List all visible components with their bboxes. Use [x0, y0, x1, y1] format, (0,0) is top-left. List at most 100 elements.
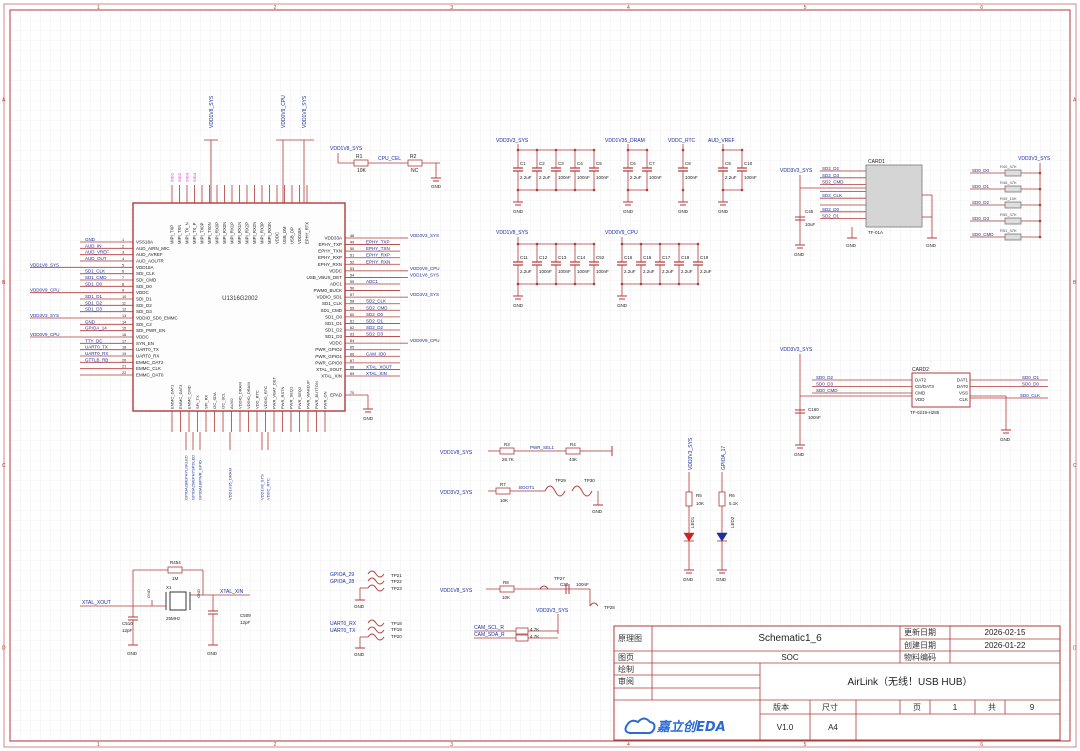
resistor-r2[interactable]: [407, 159, 423, 167]
soc-bottom-pin[interactable]: AUX0: [229, 398, 234, 432]
crystal-oscillator[interactable]: R454 1M X1 25MHz XTAL_XOUT XTAL_XIN C510…: [80, 560, 251, 656]
soc-bottom-pin[interactable]: I2C_SDA: [212, 392, 217, 432]
soc-top-pin[interactable]: MIPI_RX0P: [215, 185, 220, 244]
capacitor-c2[interactable]: C22.2uF: [532, 148, 551, 192]
soc-top-pin[interactable]: USB_DM: [282, 185, 287, 244]
resistor-r9[interactable]: [515, 627, 529, 635]
soc-bottom-pin[interactable]: SPI_TX: [195, 395, 200, 432]
card2-right-pin[interactable]: SD0_D1: [970, 375, 1048, 381]
soc-bottom-pin[interactable]: EMMC_DAT1: [170, 384, 175, 432]
tf-card-card2[interactable]: VDD3V3_SYS CARD2 TF-0219-H285 DAT2SD0_D2…: [780, 347, 1048, 457]
boot-config[interactable]: VDD3V3_SYS R7 10K BOOT1 TP29 TP30 GND: [440, 478, 603, 514]
crystal-x1[interactable]: [169, 591, 187, 611]
card1-pin[interactable]: SD2_D0: [820, 207, 866, 213]
soc-body[interactable]: [132, 202, 346, 412]
tp27-circuit[interactable]: VDD1V8_SYS R8 10K TP27 C20 100nF TP28: [440, 576, 615, 610]
soc-top-pin[interactable]: MIPI_RX2P: [245, 185, 250, 244]
pwr-sel-divider[interactable]: VDD1V8_SYS R3 28.7K R4 43K PWR_SEL1: [440, 442, 613, 462]
card2-right-pin[interactable]: SD0_D0: [970, 382, 1048, 387]
soc-bottom-pin[interactable]: PWR_RSTN: [280, 386, 285, 432]
card2-left-pin[interactable]: SD0_D3: [812, 382, 912, 387]
cam-i2c-pullups[interactable]: VDD3V3_SYS CAM_SCL_R CAM_SDA_R 4.7K 4.7K: [474, 608, 569, 642]
soc-bottom-pin[interactable]: PWR_VBAT_DET: [272, 377, 277, 432]
sd0-pullup-resistors[interactable]: VDD3V3_SYS SD0_D0R40_47KSD0_D1R48_47KSD0…: [970, 156, 1051, 241]
resistor-r3[interactable]: [499, 447, 515, 455]
soc-bottom-pin[interactable]: PWR_WAKEUP: [306, 380, 311, 432]
card1-pin[interactable]: SD2_CMD: [820, 180, 866, 186]
soc-top-pin[interactable]: VDDC: [275, 185, 280, 244]
soc-bottom-pin[interactable]: VDDIO_RTC: [263, 386, 268, 432]
soc-bottom-pin[interactable]: PWR_SEQ1: [289, 386, 294, 432]
testpoints-gpio[interactable]: GPIOA_29 GPIOA_28 TP21 TP22 TP23 GND UAR…: [330, 570, 402, 657]
card2-body[interactable]: [911, 372, 971, 408]
soc-bottom-pin[interactable]: EMMC_DAT3: [178, 384, 183, 432]
resistor-r6[interactable]: [718, 491, 726, 507]
soc-top-pin[interactable]: MIPI_RX0N: [222, 185, 227, 244]
resistor-r10[interactable]: [515, 634, 529, 642]
card1-pin[interactable]: SD2_CLK: [820, 193, 866, 199]
testpoint-tp30[interactable]: [571, 485, 593, 497]
soc-bottom-pin[interactable]: SPI_RX: [204, 394, 209, 432]
resistor-r454[interactable]: [167, 566, 183, 574]
soc-top-pin[interactable]: MIPI_RX1P: [230, 185, 235, 244]
testpoint-tp29[interactable]: [544, 485, 566, 497]
soc-top-pin[interactable]: MIPI_RX3P: [260, 185, 265, 244]
resistor-r1[interactable]: [353, 159, 369, 167]
soc-bottom-pin[interactable]: PWR_BUTTON: [314, 381, 319, 432]
soc-top-pin[interactable]: MIPI_RX3N: [267, 185, 272, 244]
soc-top-pin[interactable]: MIPI_RX2N: [252, 185, 257, 244]
soc-bottom-pin[interactable]: VDD_RTC: [255, 390, 260, 432]
soc-top-pin[interactable]: MIPI_RX1N: [237, 185, 242, 244]
soc-top-pin[interactable]: VDD18A: [297, 185, 302, 244]
resistor-r4[interactable]: [565, 447, 581, 455]
soc-chip[interactable]: U1316G2002 VSS18A1GNDAUD_AIRN_MIC2AUD_IN…: [30, 172, 440, 500]
resistor-r8[interactable]: [499, 585, 515, 593]
card2-left-pin[interactable]: SD0_CMD: [812, 388, 912, 394]
soc-bottom-pin[interactable]: EMMC_CMD: [187, 385, 192, 432]
card2-right-pin[interactable]: SD0_CLK: [970, 393, 1048, 399]
card2-left-pin[interactable]: SD0_D2: [812, 375, 912, 381]
